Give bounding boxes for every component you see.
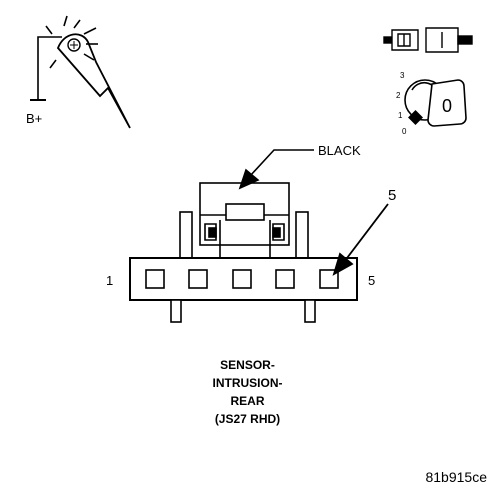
terminal-cavity-3 — [232, 269, 252, 289]
key-label: 0 — [442, 96, 452, 116]
b-plus-label: B+ — [26, 111, 42, 126]
ignition-position-0: 0 — [402, 127, 407, 136]
caption-line: (JS27 RHD) — [214, 412, 281, 426]
reference-id: 81b915ce — [425, 469, 487, 485]
color-callout-arrow — [238, 149, 314, 190]
terminal-cavity-4 — [275, 269, 295, 289]
color-label: BLACK — [318, 143, 361, 158]
ignition-position-2: 2 — [396, 91, 401, 100]
caption-line: REAR — [230, 394, 265, 408]
ignition-position-3: 3 — [400, 71, 405, 80]
terminal-cavity-2 — [188, 269, 208, 289]
pin-number-right: 5 — [368, 273, 375, 288]
connector-caption: SENSOR- INTRUSION- REAR (JS27 RHD) — [0, 356, 495, 428]
caption-line: SENSOR- — [220, 358, 275, 372]
connector-unplugged-icon — [383, 27, 473, 53]
terminal-cavity-1 — [145, 269, 165, 289]
terminal-callout-arrow — [332, 203, 389, 276]
test-probe-icon — [30, 15, 131, 129]
caption-line: INTRUSION- — [212, 376, 283, 390]
pin-number-left: 1 — [106, 273, 113, 288]
ignition-key-icon — [404, 79, 467, 127]
terminal-callout-label: 5 — [388, 187, 396, 204]
connector-body — [129, 182, 358, 323]
ignition-position-1: 1 — [398, 111, 403, 120]
